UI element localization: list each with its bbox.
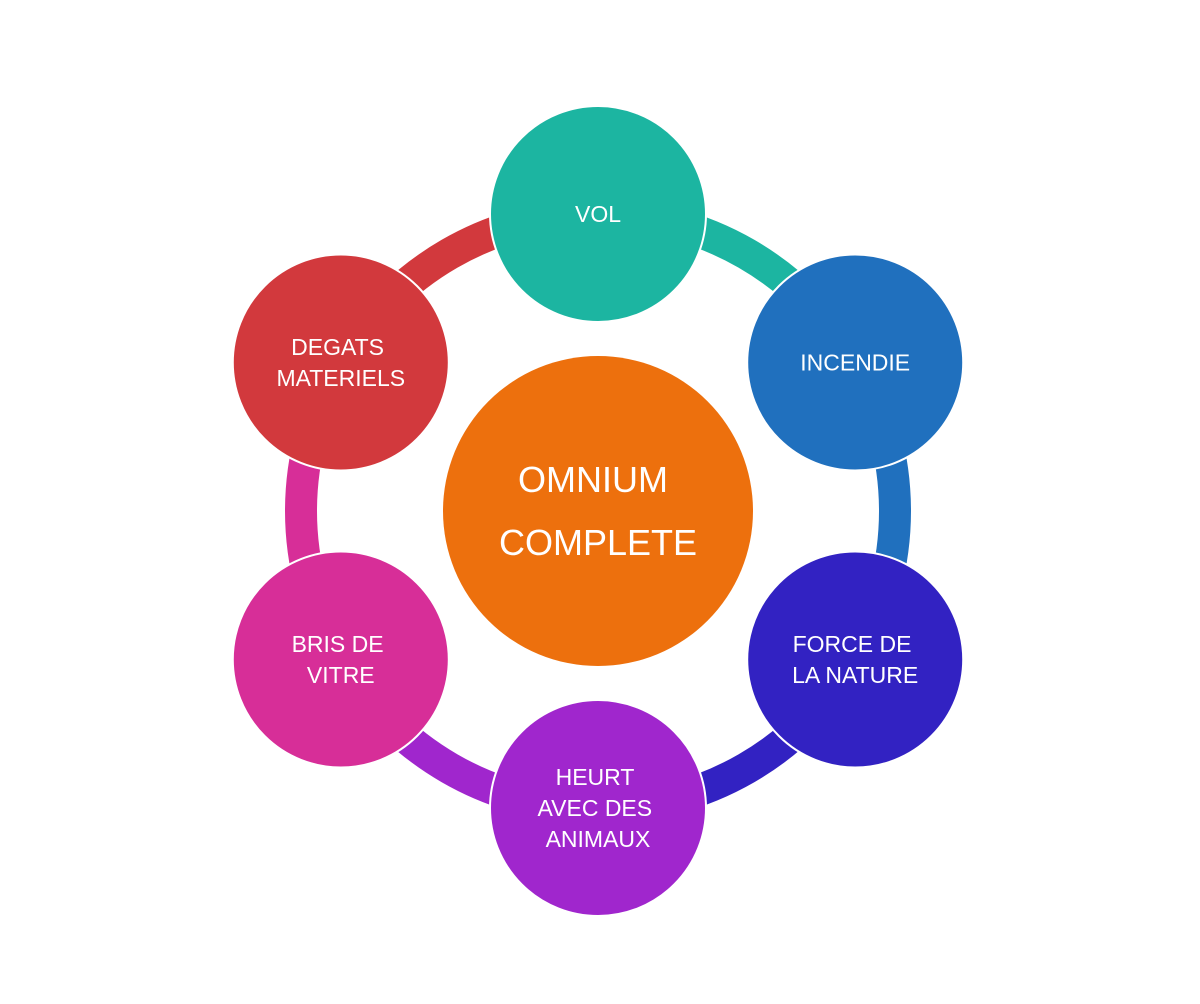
- node-vol-label: VOL: [575, 201, 621, 227]
- node-degats-materiels-circle: [231, 253, 450, 472]
- node-heurt-avec-des-animaux: HEURT AVEC DES ANIMAUX: [489, 699, 707, 917]
- center-circle: [443, 356, 753, 666]
- node-vol: VOL: [489, 105, 707, 323]
- node-force-de-la-nature-circle: [746, 550, 965, 769]
- node-force-de-la-nature-label: FORCE DE LA NATURE: [792, 623, 918, 688]
- node-degats-materiels: DEGATS MATERIELS: [231, 253, 450, 472]
- node-vol-circle: [489, 105, 707, 323]
- node-heurt-avec-des-animaux-label: HEURT AVEC DES ANIMAUX: [538, 756, 659, 852]
- node-incendie: INCENDIE: [746, 253, 965, 472]
- node-degats-materiels-label: DEGATS MATERIELS: [276, 326, 405, 391]
- node-bris-de-vitre: BRIS DE VITRE: [231, 550, 450, 769]
- node-heurt-avec-des-animaux-circle: [489, 699, 707, 917]
- node-incendie-label: INCENDIE: [800, 350, 910, 376]
- satellite-nodes: VOL INCENDIE FORCE DE LA NATURE HEURT AV…: [231, 105, 965, 917]
- node-force-de-la-nature: FORCE DE LA NATURE: [746, 550, 965, 769]
- node-bris-de-vitre-circle: [231, 550, 450, 769]
- center-label-line-1: OMNIUM: [518, 459, 668, 500]
- center-label-line-2: COMPLETE: [499, 522, 697, 563]
- center-node: OMNIUM COMPLETE: [443, 356, 753, 666]
- node-bris-de-vitre-label: BRIS DE VITRE: [292, 623, 390, 688]
- center-label: OMNIUM COMPLETE: [499, 447, 697, 564]
- node-incendie-circle: [746, 253, 965, 472]
